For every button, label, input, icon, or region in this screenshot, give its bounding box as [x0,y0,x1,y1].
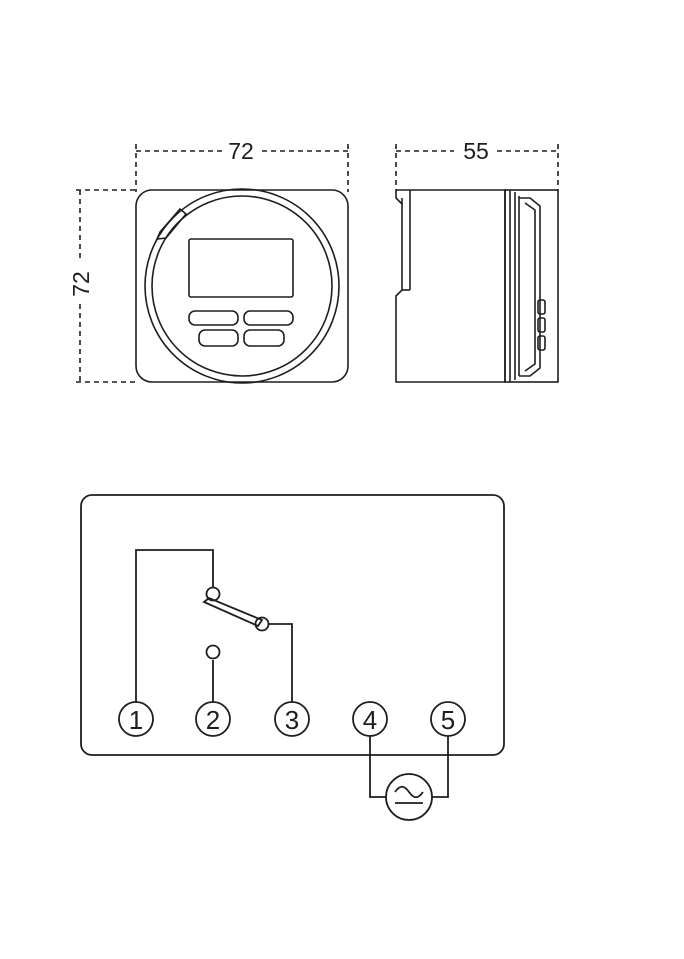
terminal-3 [274,701,310,737]
side-bezel [504,189,559,383]
terminal-2 [195,701,231,737]
ac-source-icon [385,773,433,821]
terminal-4-label: 4 [363,705,377,735]
display-screen [188,238,294,298]
side-view [395,144,559,383]
bezel-tab [155,207,188,240]
wire-terminal-1 [135,549,214,702]
front-button-top-left [188,310,239,326]
relay-nc-contact [205,644,221,660]
front-width-dimension [135,144,349,192]
side-depth-dimension [395,144,559,190]
front-view [76,144,349,384]
front-width-label: 72 [228,138,254,164]
bezel-outer-ring [144,188,340,384]
side-depth-label: 55 [463,138,489,164]
wire-terminal-3 [268,623,293,702]
wire-power-5 [432,736,449,798]
side-button-middle [537,317,546,333]
front-housing [135,189,349,383]
terminal-block-enclosure [80,494,505,756]
ac-wave-icon [394,785,424,799]
wiring-diagram [80,494,505,821]
wire-power-4 [369,736,386,798]
terminal-2-label: 2 [206,705,220,735]
front-button-top-right [243,310,294,326]
bezel-inner-ring [151,195,333,377]
front-button-bottom-right [243,329,285,347]
front-height-dimension [76,189,136,383]
terminal-1 [118,701,154,737]
side-housing [395,189,506,383]
terminal-1-label: 1 [129,705,143,735]
front-button-bottom-left [198,329,239,347]
relay-switch-arm [202,596,264,628]
side-button-upper [537,299,546,315]
front-height-label: 72 [68,271,94,297]
side-button-lower [537,335,546,351]
terminal-3-label: 3 [285,705,299,735]
terminal-5-label: 5 [441,705,455,735]
